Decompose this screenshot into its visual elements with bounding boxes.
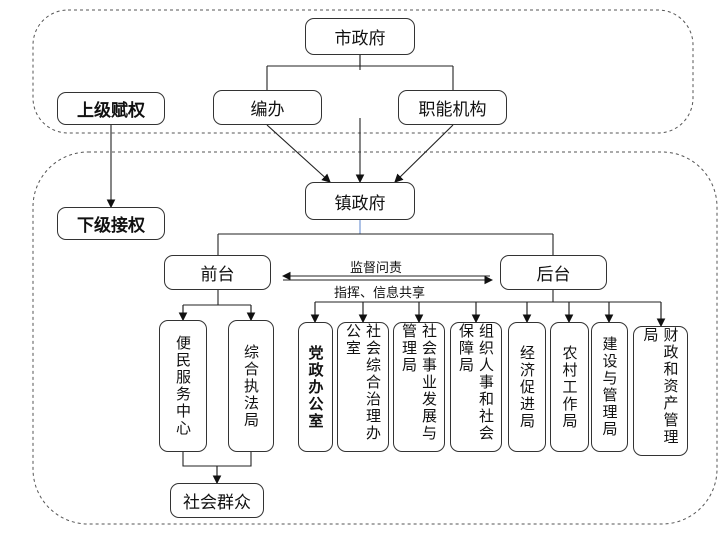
back-unit: 组织人事和社会保障局: [450, 322, 502, 452]
bianban-node: 编办: [213, 90, 322, 125]
upper-empowerment-node: 上级赋权: [57, 92, 165, 125]
back-unit: 农村工作局: [550, 322, 589, 452]
town-government-node: 镇政府: [305, 182, 415, 220]
upper-region: [32, 9, 694, 134]
front-office-node: 前台: [164, 255, 271, 290]
back-unit: 社会事业发展与管理局: [393, 322, 445, 452]
public-node: 社会群众: [170, 483, 264, 518]
supervision-label: 监督问责: [350, 261, 403, 276]
lower-acceptance-node: 下级接权: [57, 207, 165, 240]
front-unit: 综合执法局: [228, 320, 274, 452]
back-unit: 经济促进局: [508, 322, 546, 452]
back-unit: 财政和资产管理局: [633, 326, 688, 456]
front-unit: 便民服务中心: [159, 320, 207, 452]
command-label: 指挥、信息共享: [334, 286, 426, 301]
back-unit: 社会综合治理办公室: [337, 322, 389, 452]
city-government-node: 市政府: [305, 18, 415, 55]
back-office-node: 后台: [500, 255, 607, 290]
back-unit: 党政办公室: [298, 322, 333, 452]
functional-agencies-node: 职能机构: [398, 90, 507, 125]
back-unit: 建设与管理局: [591, 322, 628, 452]
